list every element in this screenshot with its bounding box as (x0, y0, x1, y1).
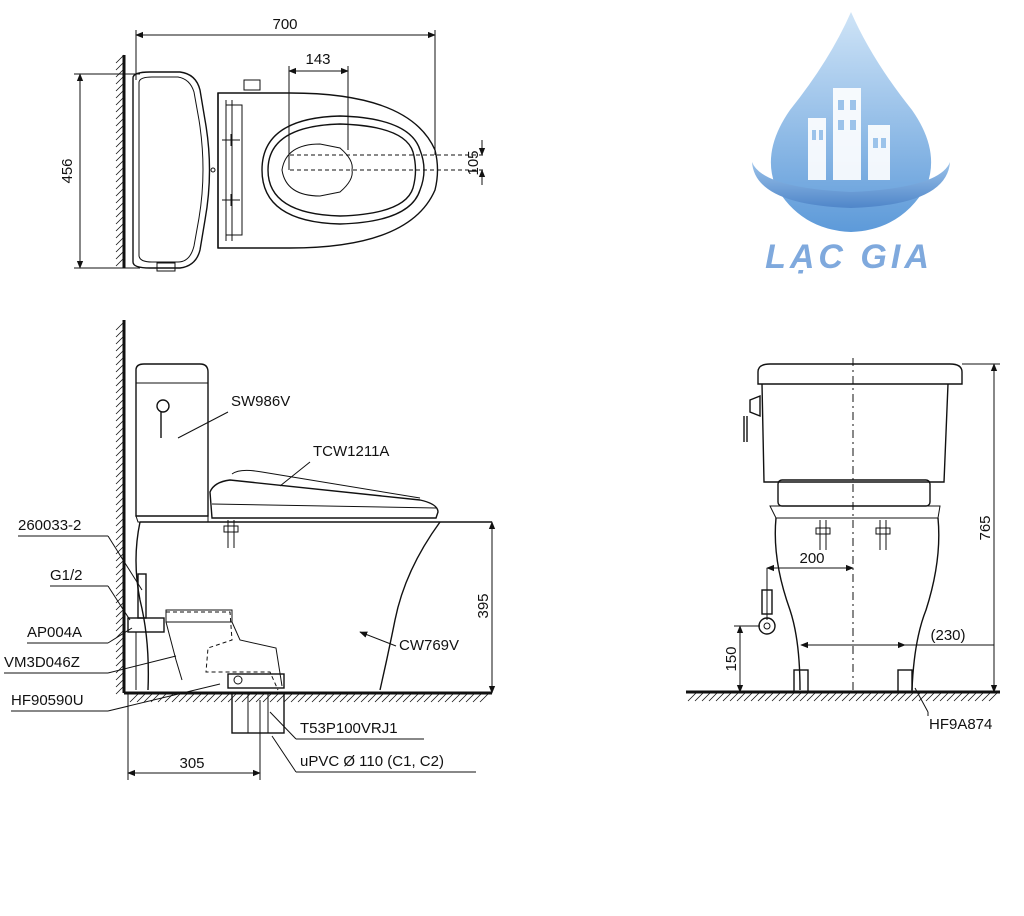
side-view: SW986V TCW1211A CW769V 260033-2 G1/2 AP0… (4, 320, 496, 780)
dim-seat-offset-label: 143 (305, 51, 330, 68)
dim-seat-shift-label: 105 (465, 150, 482, 175)
front-view: 200 (230) 765 150 HF9A874 (686, 358, 1000, 733)
part-tank-label: SW986V (231, 393, 290, 410)
part-hf90590u-label: HF90590U (11, 692, 84, 709)
wall-hatch (115, 54, 125, 267)
dim-supply-offset-label: 200 (799, 550, 824, 567)
part-ap004a-label: AP004A (27, 624, 82, 641)
part-t53p-label: T53P100VRJ1 (300, 720, 398, 737)
dim-bolt-spacing-label: (230) (930, 627, 965, 644)
wall-hatch (115, 321, 125, 695)
brand-name: LẠC GIA (765, 238, 933, 276)
part-g12-label: G1/2 (50, 567, 83, 584)
brand-logo: LẠC GIA (752, 12, 950, 276)
floor-hatch (129, 693, 489, 703)
part-260033-label: 260033-2 (18, 517, 81, 534)
dim-depth-label: 456 (59, 158, 76, 183)
part-bolt-label: HF9A874 (929, 716, 992, 733)
dim-total-height-label: 765 (977, 515, 994, 540)
part-seat-label: TCW1211A (313, 443, 389, 460)
part-pipe-label: uPVC Ø 110 (C1, C2) (300, 753, 444, 770)
dim-rough-in-label: 305 (179, 755, 204, 772)
top-view: 700 143 456 105 (59, 16, 486, 272)
dim-height-label: 395 (475, 593, 492, 618)
dim-supply-height-label: 150 (723, 646, 740, 671)
dim-width-label: 700 (272, 16, 297, 33)
part-vm3d046z-label: VM3D046Z (4, 654, 80, 671)
floor-hatch (687, 692, 998, 702)
part-bowl-label: CW769V (399, 637, 459, 654)
